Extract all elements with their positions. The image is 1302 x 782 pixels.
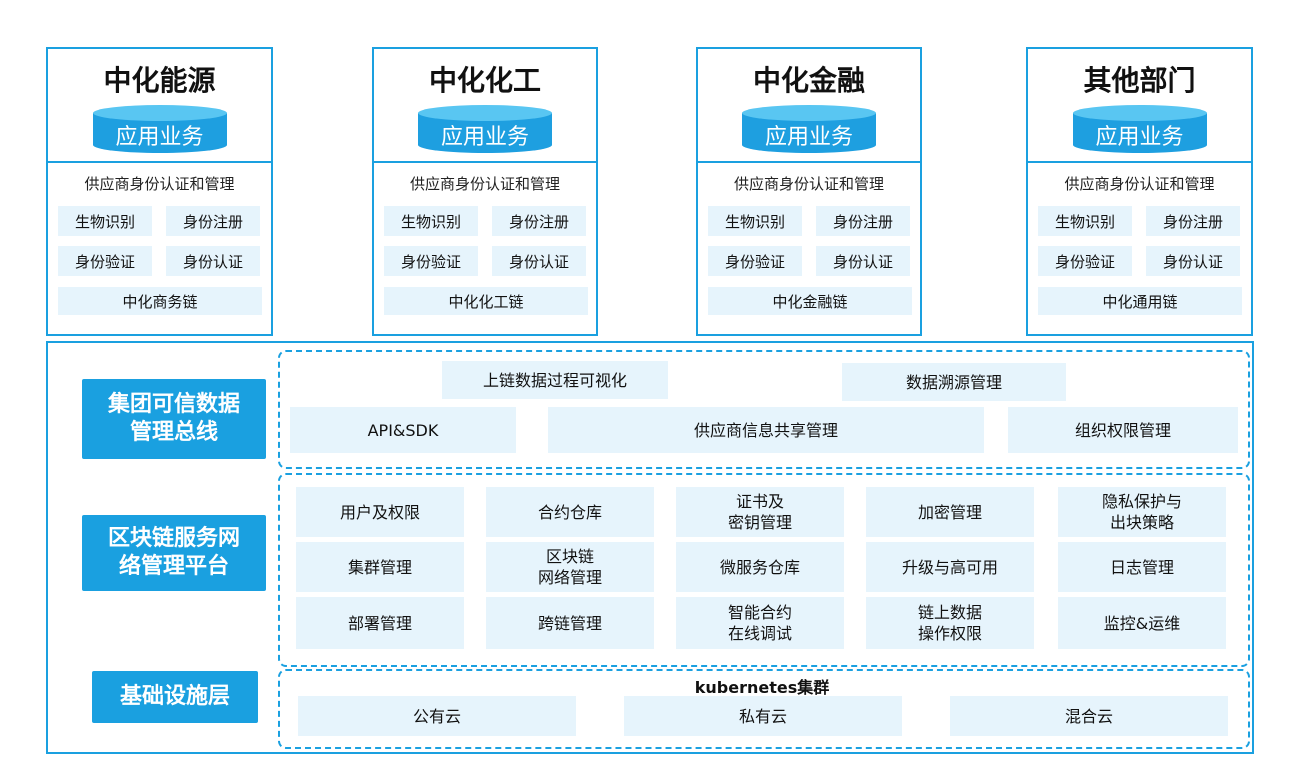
chain-label: 中化金融链 <box>708 287 912 315</box>
platform-module: 升级与高可用 <box>866 542 1034 592</box>
database-cylinder-icon: 应用业务 <box>742 105 876 153</box>
database-cylinder-icon: 应用业务 <box>1072 105 1207 153</box>
identity-item-authenticate: 身份认证 <box>492 246 586 276</box>
identity-item-biometric: 生物识别 <box>1038 206 1132 236</box>
identity-heading: 供应商身份认证和管理 <box>1064 175 1215 193</box>
unit-title: 其他部门 <box>1083 64 1196 97</box>
divider <box>698 161 920 163</box>
unit-title: 中化金融 <box>752 64 865 97</box>
identity-item-register: 身份注册 <box>166 206 260 236</box>
platform-module: 合约仓库 <box>486 487 654 537</box>
cloud-item: 公有云 <box>298 696 576 736</box>
identity-heading: 供应商身份认证和管理 <box>84 175 235 193</box>
layer-title-blockchain-platform: 区块链服务网络管理平台 <box>82 515 266 591</box>
identity-item-verify: 身份验证 <box>58 246 152 276</box>
chain-label: 中化通用链 <box>1038 287 1242 315</box>
identity-item-authenticate: 身份认证 <box>816 246 910 276</box>
platform-module: 链上数据 操作权限 <box>866 597 1034 649</box>
identity-item-authenticate: 身份认证 <box>166 246 260 276</box>
infrastructure-group <box>278 669 1250 749</box>
database-cylinder-icon: 应用业务 <box>418 105 552 153</box>
app-label: 应用业务 <box>1095 125 1184 150</box>
platform-module: 跨链管理 <box>486 597 654 649</box>
chain-label: 中化化工链 <box>384 287 588 315</box>
divider <box>374 161 596 163</box>
cluster-label: kubernetes集群 <box>694 678 830 697</box>
layer-title-infrastructure: 基础设施层 <box>92 671 258 723</box>
platform-module: 智能合约 在线调试 <box>676 597 844 649</box>
data-bus-item: 组织权限管理 <box>1008 407 1238 453</box>
data-bus-item: 上链数据过程可视化 <box>442 361 668 399</box>
divider <box>1028 161 1251 163</box>
app-label: 应用业务 <box>115 125 204 150</box>
identity-item-biometric: 生物识别 <box>708 206 802 236</box>
platform-module: 微服务仓库 <box>676 542 844 592</box>
app-label: 应用业务 <box>764 125 853 150</box>
chain-label: 中化商务链 <box>58 287 262 315</box>
blockchain-platform-group <box>278 473 1250 667</box>
unit-panel-other: 其他部门 应用业务 供应商身份认证和管理 生物识别 身份注册 身份验证 身份认证… <box>1026 47 1253 336</box>
identity-item-verify: 身份验证 <box>708 246 802 276</box>
cloud-item: 私有云 <box>624 696 902 736</box>
identity-item-register: 身份注册 <box>492 206 586 236</box>
data-bus-group <box>278 350 1250 469</box>
platform-module: 证书及 密钥管理 <box>676 487 844 537</box>
identity-item-biometric: 生物识别 <box>384 206 478 236</box>
platform-module: 隐私保护与 出块策略 <box>1058 487 1226 537</box>
platform-module: 集群管理 <box>296 542 464 592</box>
identity-item-verify: 身份验证 <box>1038 246 1132 276</box>
data-bus-item: 供应商信息共享管理 <box>548 407 984 453</box>
platform-module: 日志管理 <box>1058 542 1226 592</box>
platform-module: 加密管理 <box>866 487 1034 537</box>
data-bus-item: 数据溯源管理 <box>842 363 1066 401</box>
identity-heading: 供应商身份认证和管理 <box>733 175 884 193</box>
platform-container: 集团可信数据管理总线 上链数据过程可视化 数据溯源管理 API&SDK 供应商信… <box>46 341 1254 754</box>
database-cylinder-icon: 应用业务 <box>92 105 227 153</box>
unit-panel-chemical: 中化化工 应用业务 供应商身份认证和管理 生物识别 身份注册 身份验证 身份认证… <box>372 47 598 336</box>
identity-item-verify: 身份验证 <box>384 246 478 276</box>
identity-item-register: 身份注册 <box>1146 206 1240 236</box>
identity-item-authenticate: 身份认证 <box>1146 246 1240 276</box>
cloud-item: 混合云 <box>950 696 1228 736</box>
identity-item-register: 身份注册 <box>816 206 910 236</box>
unit-panel-finance: 中化金融 应用业务 供应商身份认证和管理 生物识别 身份注册 身份验证 身份认证… <box>696 47 922 336</box>
unit-title: 中化能源 <box>103 64 216 97</box>
identity-item-biometric: 生物识别 <box>58 206 152 236</box>
platform-module: 监控&运维 <box>1058 597 1226 649</box>
data-bus-item: API&SDK <box>290 407 516 453</box>
app-label: 应用业务 <box>440 125 529 150</box>
platform-module: 区块链 网络管理 <box>486 542 654 592</box>
platform-module: 用户及权限 <box>296 487 464 537</box>
identity-heading: 供应商身份认证和管理 <box>409 175 560 193</box>
unit-title: 中化化工 <box>428 64 541 97</box>
divider <box>48 161 271 163</box>
layer-title-data-bus: 集团可信数据管理总线 <box>82 379 266 459</box>
unit-panel-energy: 中化能源 应用业务 供应商身份认证和管理 生物识别 身份注册 身份验证 身份认证… <box>46 47 273 336</box>
platform-module: 部署管理 <box>296 597 464 649</box>
